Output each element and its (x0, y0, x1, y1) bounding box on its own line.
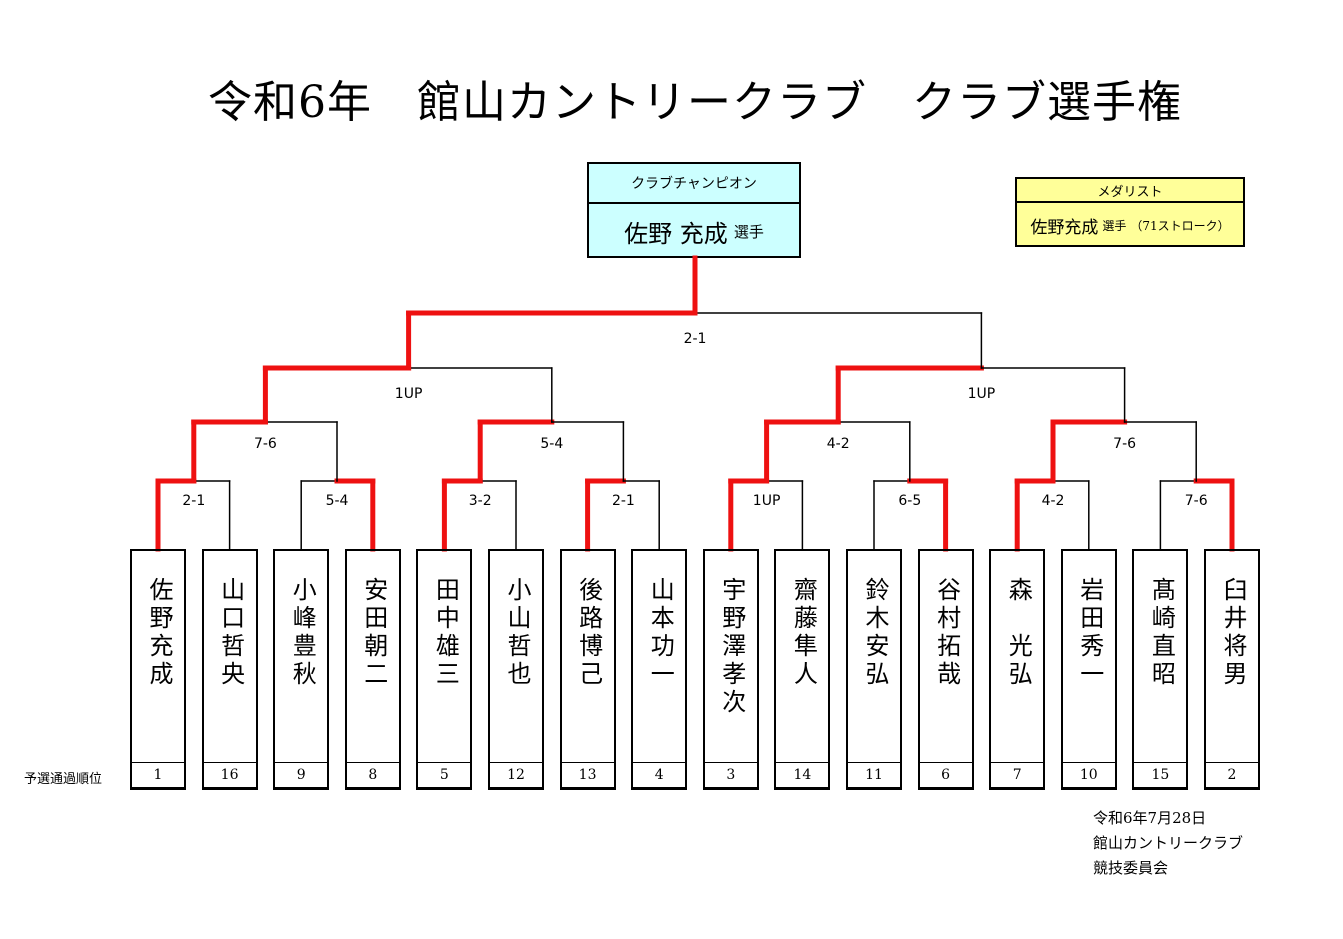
player-seed: 10 (1062, 762, 1115, 787)
player-seed: 1 (132, 762, 184, 787)
final-score: 2-1 (683, 331, 707, 347)
footer: 令和6年7月28日 館山カントリークラブ 競技委員会 (1093, 806, 1243, 881)
player-name: 宇野澤孝次 (717, 577, 746, 717)
player-name: 髙崎直昭 (1147, 577, 1176, 689)
player-seed: 11 (848, 762, 900, 787)
player-box: 齋藤隼人 14 (774, 549, 831, 790)
player-seed: 9 (275, 762, 328, 787)
round1-score: 2-1 (182, 493, 206, 509)
player-box: 髙崎直昭 15 (1132, 549, 1189, 790)
player-box: 安田朝二 8 (344, 549, 401, 790)
player-box: 山口哲央 16 (201, 549, 258, 790)
player-box: 田中雄三 5 (416, 549, 473, 790)
quarterfinal-score: 4-2 (826, 436, 850, 452)
round1-score: 7-6 (1184, 493, 1208, 509)
player-name: 齋藤隼人 (789, 577, 818, 689)
player-box: 谷村拓哉 6 (917, 549, 974, 790)
player-seed: 8 (346, 762, 399, 787)
player-seed: 3 (704, 762, 757, 787)
player-box: 岩田秀一 10 (1060, 549, 1117, 790)
medalist-box: メダリスト 佐野充成 選手 （71ストローク） (1015, 177, 1245, 247)
round1-score: 5-4 (325, 493, 349, 509)
champion-honorific: 選手 (733, 222, 764, 241)
player-name: 安田朝二 (359, 577, 388, 689)
player-seed: 16 (203, 762, 256, 787)
player-name: 森 光弘 (1004, 577, 1033, 689)
player-name: 田中雄三 (431, 577, 460, 689)
semifinal-score: 1UP (967, 386, 996, 402)
semifinal-score: 1UP (394, 386, 423, 402)
player-box: 小山哲也 12 (488, 549, 544, 790)
medalist-strokes: （71ストローク） (1130, 218, 1230, 233)
player-name: 山本功一 (646, 577, 675, 689)
player-seed: 12 (490, 762, 542, 787)
seed-label: 予選通過順位 (24, 772, 103, 787)
player-seed: 14 (776, 762, 829, 787)
player-box: 山本功一 4 (631, 549, 688, 790)
player-seed: 7 (991, 762, 1044, 787)
player-seed: 4 (633, 762, 686, 787)
medalist-header: メダリスト (1017, 179, 1243, 203)
quarterfinal-score: 7-6 (253, 436, 277, 452)
player-seed: 13 (561, 762, 614, 787)
player-box: 小峰豊秋 9 (273, 549, 330, 790)
quarterfinal-score: 7-6 (1113, 436, 1137, 452)
player-name: 後路博己 (574, 577, 603, 689)
medalist-honorific: 選手 (1102, 218, 1127, 233)
footer-committee: 競技委員会 (1093, 859, 1169, 877)
player-box: 宇野澤孝次 3 (702, 549, 759, 790)
player-name: 鈴木安弘 (861, 577, 889, 689)
player-box: 森 光弘 7 (989, 549, 1046, 790)
player-name: 小山哲也 (503, 577, 531, 689)
medalist-name-row: 佐野充成 選手 （71ストローク） (1017, 203, 1243, 247)
player-box: 後路博己 13 (559, 549, 616, 790)
champion-name-row: 佐野 充成 選手 (589, 204, 799, 258)
player-box: 佐野充成 1 (130, 549, 186, 790)
player-seed: 15 (1134, 762, 1187, 787)
footer-date: 令和6年7月28日 (1093, 809, 1207, 827)
champion-header: クラブチャンピオン (589, 164, 799, 204)
round1-score: 3-2 (468, 493, 492, 509)
player-name: 谷村拓哉 (932, 577, 961, 689)
player-name: 岩田秀一 (1075, 577, 1104, 689)
round1-score: 1UP (752, 493, 781, 509)
player-name: 小峰豊秋 (288, 577, 317, 689)
round1-score: 4-2 (1041, 493, 1065, 509)
round1-score: 2-1 (611, 493, 635, 509)
quarterfinal-score: 5-4 (540, 436, 564, 452)
player-seed: 5 (418, 762, 471, 787)
player-box: 臼井将男 2 (1204, 549, 1260, 790)
player-box: 鈴木安弘 11 (846, 549, 902, 790)
page-title: 令和6年 館山カントリークラブ クラブ選手権 (208, 77, 1182, 128)
player-name: 臼井将男 (1219, 577, 1247, 689)
player-name: 佐野充成 (145, 577, 173, 689)
medalist-name: 佐野充成 (1030, 217, 1099, 238)
footer-club: 館山カントリークラブ (1093, 834, 1244, 852)
player-seed: 6 (919, 762, 972, 787)
player-seed: 2 (1206, 762, 1258, 787)
player-name: 山口哲央 (216, 577, 245, 689)
champion-name: 佐野 充成 (624, 219, 728, 248)
round1-score: 6-5 (898, 493, 922, 509)
